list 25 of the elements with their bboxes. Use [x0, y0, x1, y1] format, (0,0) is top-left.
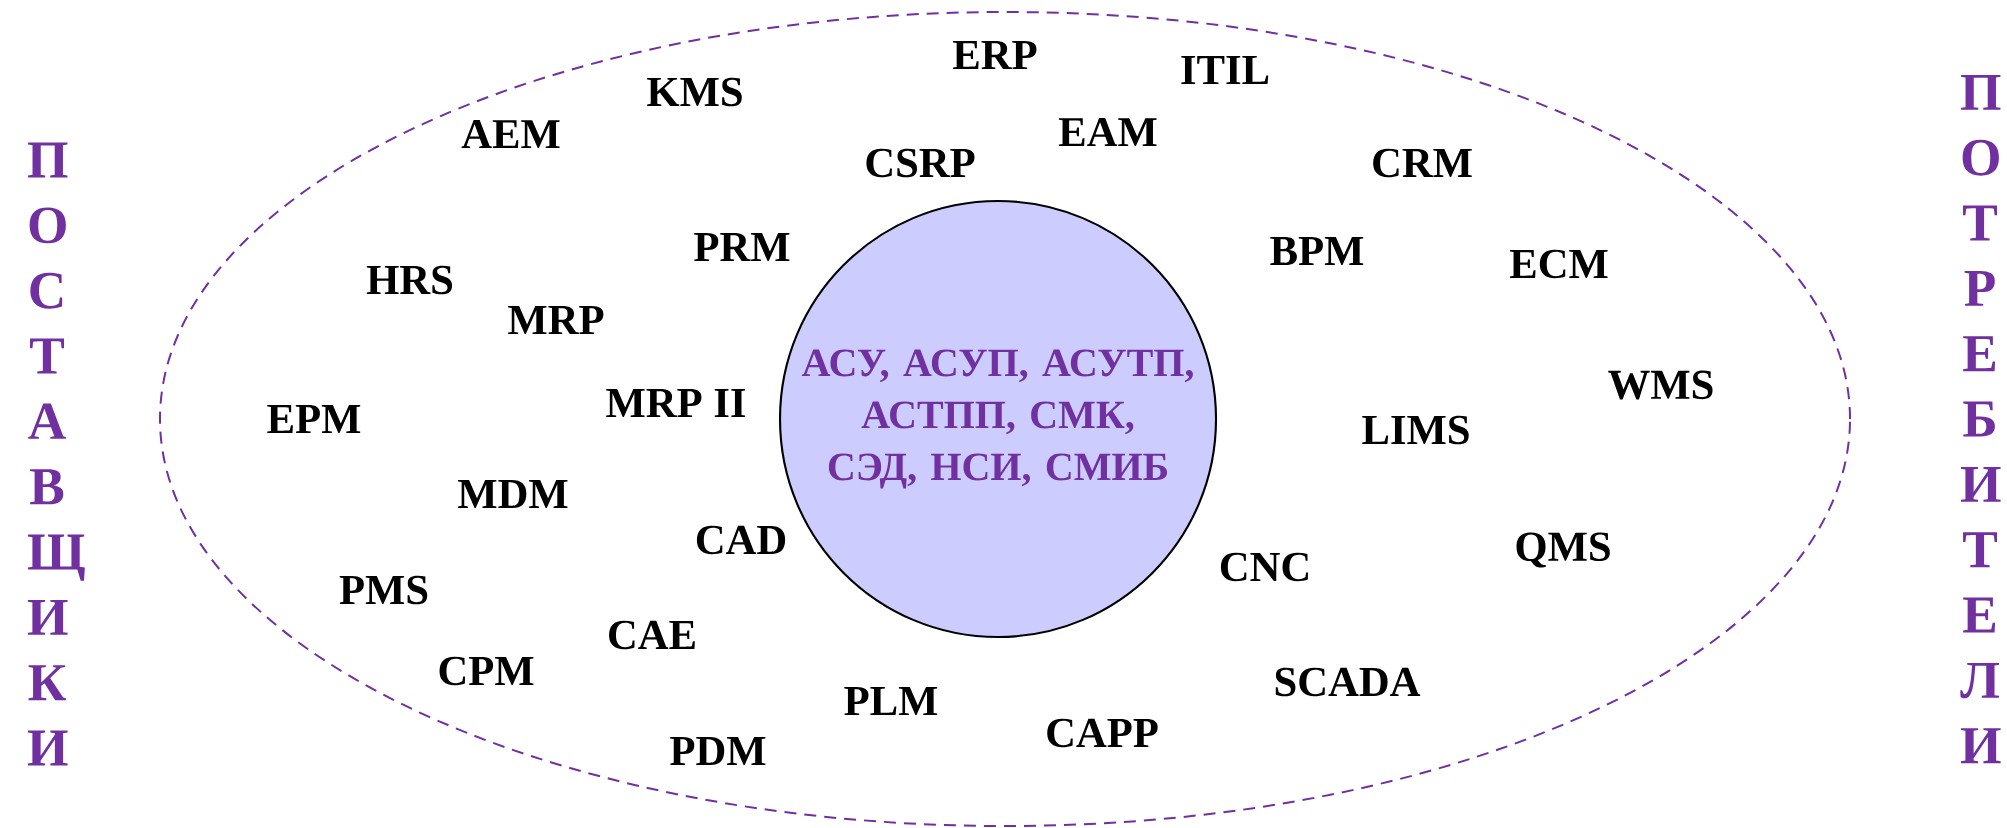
system-acronym: PMS	[339, 575, 428, 605]
system-acronym: EAM	[1058, 117, 1157, 147]
system-acronym: AEM	[461, 119, 560, 149]
system-acronym: SCADA	[1275, 667, 1421, 697]
vertical-word: ПОСТАВЩИКИ	[27, 142, 85, 766]
system-acronym: CPM	[439, 656, 534, 686]
system-acronym: WMS	[1608, 370, 1713, 400]
system-acronym: BPM	[1270, 237, 1364, 266]
system-acronym: EPM	[267, 405, 361, 433]
system-acronym: HRS	[366, 265, 453, 295]
system-acronym: LIMS	[1362, 415, 1469, 445]
system-acronym: ITIL	[1181, 56, 1269, 84]
vertical-word: ПОТРЕБИТЕЛИ	[1960, 74, 2001, 764]
system-acronym: MRP	[508, 306, 604, 334]
system-acronym: KMS	[647, 77, 742, 107]
system-acronym: CRM	[1373, 148, 1472, 178]
system-acronym: CAPP	[1047, 718, 1158, 748]
dashed-ellipse	[159, 11, 1851, 827]
system-acronym: PLM	[844, 687, 938, 715]
system-acronym: PDM	[670, 737, 766, 765]
system-acronym: ERP	[953, 41, 1037, 69]
system-acronym: MDM	[458, 480, 568, 508]
system-acronym: CAE	[609, 620, 695, 650]
system-acronym: QMS	[1516, 532, 1610, 568]
system-acronym: ECM	[1509, 249, 1608, 279]
